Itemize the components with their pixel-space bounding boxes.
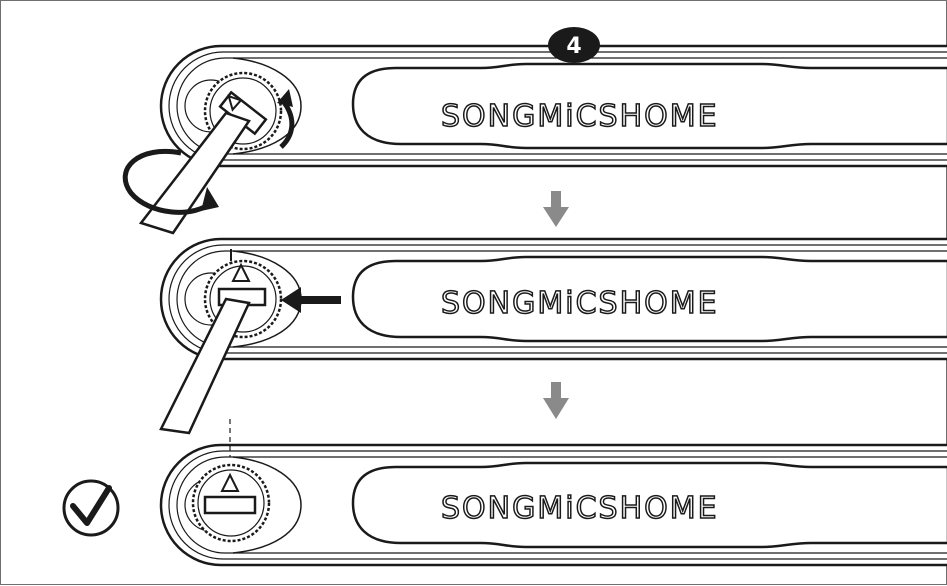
panel-1: SONGMiCSHOME: [122, 44, 947, 235]
down-arrow-icon: [543, 382, 569, 419]
rotate-arrow-icon: [279, 99, 295, 149]
key-slot: [203, 495, 257, 515]
screwdriver: [138, 111, 251, 235]
brand-logo: SONGMiCSHOME: [441, 99, 719, 134]
panel-2: SONGMiCSHOME: [159, 237, 947, 435]
step-badge: 4: [548, 27, 600, 63]
brand-logo: SONGMiCSHOME: [441, 286, 719, 321]
rotate-arrow-icon: [122, 149, 215, 215]
alignment-triangle: [220, 472, 240, 492]
down-arrow-icon: [543, 191, 569, 227]
alignment-triangle: [231, 262, 251, 282]
alignment-triangle: [227, 94, 243, 112]
push-arrow-icon: [281, 287, 341, 313]
svg-text:4: 4: [566, 34, 581, 59]
screwdriver: [159, 297, 251, 435]
check-circle-icon: [62, 479, 120, 537]
brand-logo: SONGMiCSHOME: [441, 491, 719, 526]
panel-3: SONGMiCSHOME: [159, 419, 947, 567]
